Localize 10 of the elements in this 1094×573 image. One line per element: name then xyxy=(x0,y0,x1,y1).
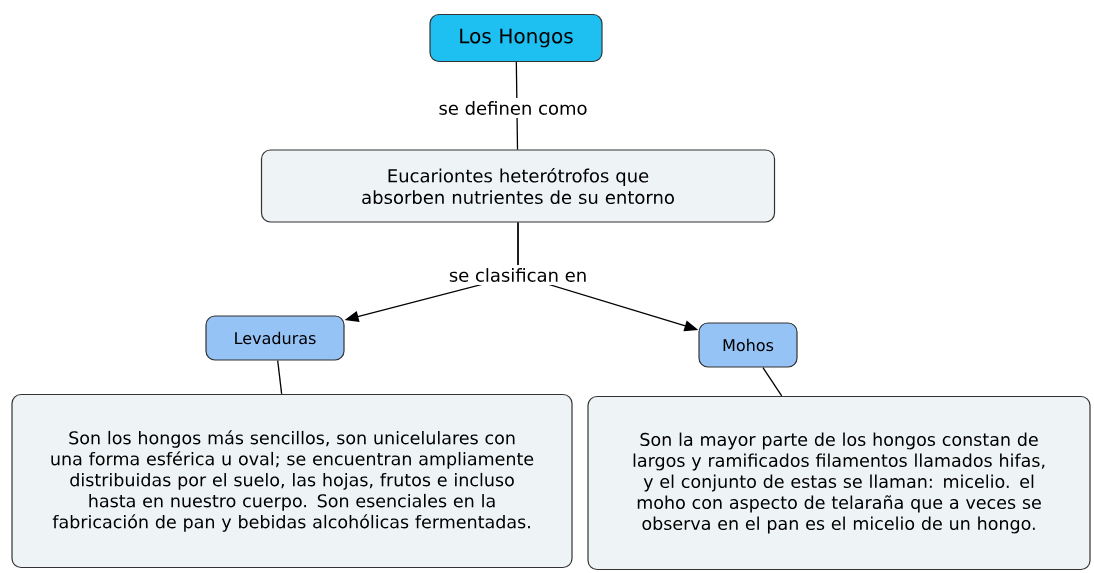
edge-label: se definen como xyxy=(435,98,591,118)
concept-box: Eucariontes heterótrofos que absorben nutrientes de su entorno xyxy=(260,149,776,223)
connector-line xyxy=(762,366,783,397)
description-box: Son la mayor parte de los hongos constan de largos y ramificados filamentos llamados hifas, y el conjunto de estas se llaman: micelio. el moho con aspecto de telaraña que a veces se observa en el pan es el micelio de un hongo. xyxy=(587,395,1091,571)
concept-box: Mohos xyxy=(698,322,798,368)
concept-box: Levaduras xyxy=(205,315,345,361)
concept-box: Los Hongos xyxy=(429,13,603,63)
description-box: Son los hongos más sencillos, son unicelulares con una forma esférica u oval; se encuentran ampliamente distribuidas por el suelo, las hojas, frutos e incluso hasta en nuestro cuerpo. Son esenciales en la fabricación de pan y bebidas alcohólicas fermentadas. xyxy=(11,393,573,569)
connector-line xyxy=(277,359,283,395)
edge-label: se clasifican en xyxy=(445,265,591,285)
